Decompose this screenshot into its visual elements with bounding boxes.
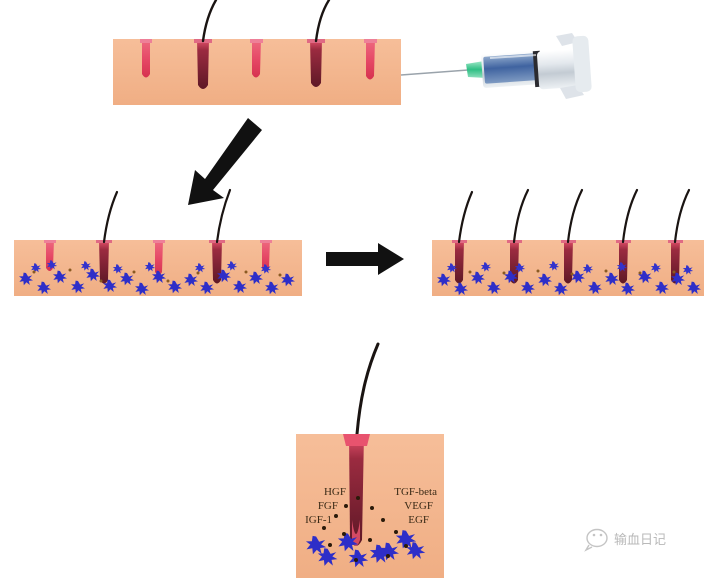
follicle-dormant	[153, 240, 165, 275]
hair-shaft	[314, 0, 331, 43]
platelet-cluster-middle-left	[19, 260, 295, 296]
watermark: 输血日记	[584, 528, 666, 552]
growth-factor-right-2: VEGF	[404, 500, 433, 512]
follicle-active	[507, 188, 530, 284]
syringe-fluid	[483, 53, 537, 84]
growth-factor-left-3: IGF-1	[305, 514, 332, 526]
syringe-thumb-rest	[572, 35, 592, 93]
syringe-hub	[466, 61, 486, 78]
follicle-active	[96, 190, 119, 284]
growth-factor-left-2: FGF	[318, 500, 338, 512]
follicle-active	[209, 188, 232, 284]
hair-shaft	[566, 188, 584, 244]
syringe-needle	[400, 69, 469, 76]
hair-shaft	[201, 0, 218, 43]
follicle-dormant	[250, 39, 263, 78]
syringe-plunger-barrel	[536, 48, 586, 90]
watermark-text: 输血日记	[614, 532, 666, 548]
platelet-cluster-detail	[305, 496, 426, 568]
follicle-active	[194, 0, 218, 89]
follicle-dormant	[364, 39, 377, 80]
right-arrow	[326, 243, 404, 275]
hair-shaft	[102, 190, 119, 244]
growth-factor-right-1: TGF-beta	[394, 486, 437, 498]
wechat-icon	[584, 528, 608, 552]
panel-top-before-treatment	[113, 0, 401, 105]
follicle-active	[616, 188, 639, 284]
syringe-highlight	[489, 54, 537, 59]
follicle-dormant	[260, 240, 272, 271]
platelet-cluster-middle-right	[437, 261, 701, 296]
prp-syringe	[400, 33, 592, 99]
panel-middle-left-post-injection	[14, 188, 302, 296]
hair-shaft-detail	[355, 342, 380, 436]
hair-shaft	[673, 188, 691, 244]
hair-shaft	[621, 188, 639, 244]
follicle-active	[307, 0, 331, 87]
hair-shaft	[457, 190, 474, 244]
follicle-active	[561, 188, 584, 284]
follicle-dormant	[140, 39, 152, 78]
growth-factor-left-1: HGF	[324, 486, 346, 498]
follicle-active-detail	[343, 434, 370, 546]
hair-shaft	[215, 188, 232, 244]
panel-detail-growth-factors: HGF FGF IGF-1 TGF-beta VEGF EGF	[296, 342, 444, 578]
down-arrow	[188, 118, 262, 205]
panel-middle-right-regrowth	[432, 188, 704, 296]
growth-factor-right-3: EGF	[408, 514, 429, 526]
hair-shaft	[512, 188, 530, 244]
follicle-active	[452, 190, 474, 284]
